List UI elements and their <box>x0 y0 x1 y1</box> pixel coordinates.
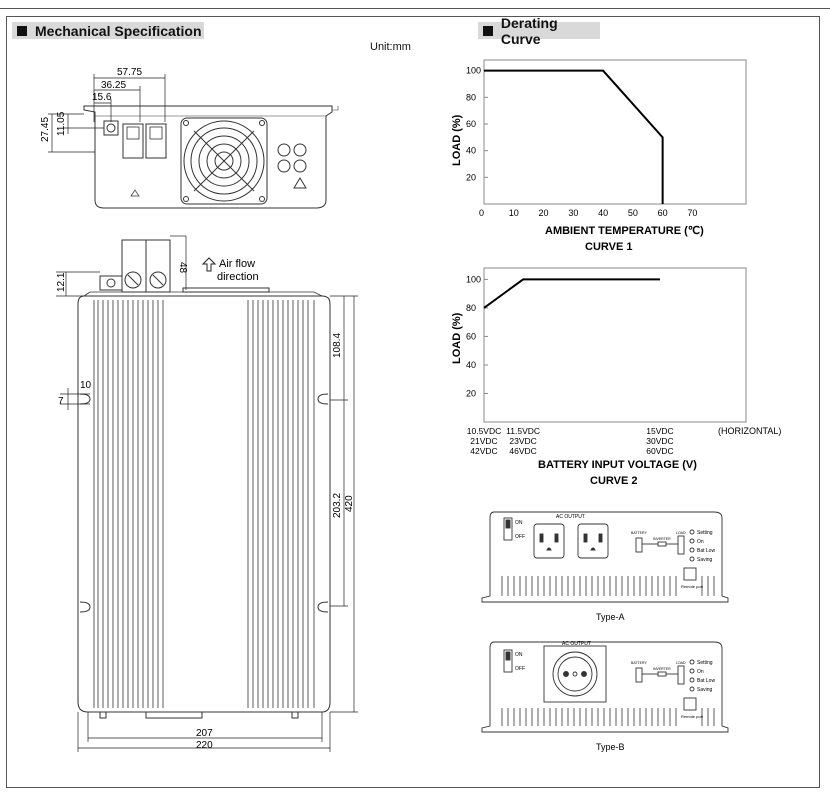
type-a-off: OFF <box>515 534 525 540</box>
curve1-xtick-label: 30 <box>568 208 578 218</box>
curve2-ytick-label: 100 <box>466 274 481 284</box>
curve1-ytick-label: 20 <box>466 172 476 182</box>
curve2-ytick-label: 40 <box>466 360 476 370</box>
type-a-load: LOAD <box>676 531 686 535</box>
dim-48: 48 <box>177 262 188 274</box>
curve2-xtick-label: 60VDC <box>646 446 673 456</box>
curve2-title: CURVE 2 <box>590 475 637 487</box>
spec-frame <box>6 16 820 788</box>
curve2-xtick-label: 21VDC <box>470 436 497 446</box>
curve1-xtick-label: 20 <box>539 208 549 218</box>
curve2-frame <box>483 267 747 423</box>
curve2-extra: (HORIZONTAL) <box>718 426 781 436</box>
top-view <box>77 239 331 719</box>
dim-10: 10 <box>80 380 92 391</box>
dim-15-6: 15.6 <box>92 92 112 103</box>
type-b-load: LOAD <box>676 661 686 665</box>
end-view <box>83 105 339 209</box>
dim-36-25: 36.25 <box>101 80 126 91</box>
curve2-xtick-label: 23VDC <box>509 436 536 446</box>
type-a-battery: BATTERY <box>631 531 647 535</box>
dim-12-1: 12.1 <box>56 272 67 292</box>
dim-203-2: 203.2 <box>332 493 343 518</box>
curve2-ytick-label: 20 <box>466 388 476 398</box>
type-a-ac-output: AC OUTPUT <box>556 514 585 520</box>
curve2-xtick-label: 42VDC <box>470 446 497 456</box>
mechanical-title: Mechanical Specification <box>35 22 202 39</box>
type-b-led-1: Setting <box>697 660 713 666</box>
dim-207: 207 <box>196 728 213 739</box>
type-b-panel: ON OFF AC OUTPUT BATTERY INVERTER LOAD S… <box>481 641 729 752</box>
type-b-battery: BATTERY <box>631 661 647 665</box>
type-b-ac-output: AC OUTPUT <box>562 641 591 647</box>
curve1-xtick-label: 70 <box>687 208 697 218</box>
curve2-xtick-label: 30VDC <box>646 436 673 446</box>
unit-label: Unit:mm <box>370 41 411 53</box>
type-a-led-4: Saving <box>697 557 713 563</box>
type-a-label: Type-A <box>596 612 625 622</box>
curve2-xtick-label: 15VDC <box>646 426 673 436</box>
type-a-inverter: INVERTER <box>653 537 671 541</box>
dim-11-05: 11.05 <box>56 111 67 136</box>
type-a-led-1: Setting <box>697 530 713 536</box>
curve1-xtick-label: 60 <box>658 208 668 218</box>
airflow-line1: Air flow <box>219 258 255 270</box>
type-a-led-3: Bat Low <box>697 548 715 554</box>
curve2-ytick-label: 80 <box>466 303 476 313</box>
curve1-frame <box>483 59 747 205</box>
square-bullet-icon <box>17 25 27 36</box>
top-rule <box>0 0 830 9</box>
curve1-xtick-label: 50 <box>628 208 638 218</box>
curve2-ylabel: LOAD (%) <box>451 312 463 364</box>
dim-57-75: 57.75 <box>117 67 142 78</box>
type-a-panel: ON OFF AC OUTPUT BATTERY INVERTER LOAD S… <box>481 511 729 622</box>
type-b-off: OFF <box>515 666 525 672</box>
type-a-remote: Remote port <box>681 584 704 589</box>
derating-header: Derating Curve <box>478 15 600 47</box>
type-a-on: ON <box>515 520 523 526</box>
curve1-chart: 20 40 60 80 100 0 10 20 30 40 50 60 70 LOAD (%) AMB… <box>451 59 747 253</box>
curve1-ytick-label: 100 <box>466 66 481 76</box>
type-b-led-2: On <box>697 669 704 675</box>
type-b-led-4: Saving <box>697 687 713 693</box>
dim-220: 220 <box>196 740 213 751</box>
type-b-on: ON <box>515 652 523 658</box>
curve1-xlabel: AMBIENT TEMPERATURE (℃) <box>545 225 704 237</box>
curve1-ytick-label: 40 <box>466 146 476 156</box>
dim-27-45: 27.45 <box>40 117 51 142</box>
curve1-ytick-label: 60 <box>466 119 476 129</box>
type-b-remote: Remote port <box>681 714 704 719</box>
type-b-label: Type-B <box>596 742 625 752</box>
dim-108-4: 108.4 <box>332 333 343 358</box>
type-b-led-3: Bat Low <box>697 678 715 684</box>
airflow-line2: direction <box>217 271 259 283</box>
type-b-inverter: INVERTER <box>653 667 671 671</box>
curve2-xlabel: BATTERY INPUT VOLTAGE (V) <box>538 459 697 471</box>
curve2-line <box>483 278 660 309</box>
airflow-arrow-icon <box>201 257 217 272</box>
curve2-xtick-label: 11.5VDC <box>506 426 540 436</box>
curve1-title: CURVE 1 <box>585 241 632 253</box>
curve1-ytick-label: 80 <box>466 92 476 102</box>
curve1-xtick-label: 10 <box>509 208 519 218</box>
curve1-xtick-label: 0 <box>479 208 484 218</box>
mechanical-header: Mechanical Specification <box>12 22 204 39</box>
curve1-xtick-label: 40 <box>598 208 608 218</box>
curve2-ytick-label: 60 <box>466 331 476 341</box>
derating-title: Derating Curve <box>500 14 558 47</box>
dim-420: 420 <box>344 495 355 512</box>
curve1-line <box>484 69 664 204</box>
type-a-led-2: On <box>697 539 704 545</box>
dim-7: 7 <box>58 396 64 407</box>
curve1-ylabel: LOAD (%) <box>451 114 463 166</box>
curve2-xtick-label: 10.5VDC <box>467 426 502 436</box>
mechanical-drawing: 57.75 36.25 15.6 27.45 11.05 <box>40 67 358 752</box>
curve2-xtick-label: 46VDC <box>509 446 536 456</box>
square-bullet-icon <box>483 25 493 36</box>
